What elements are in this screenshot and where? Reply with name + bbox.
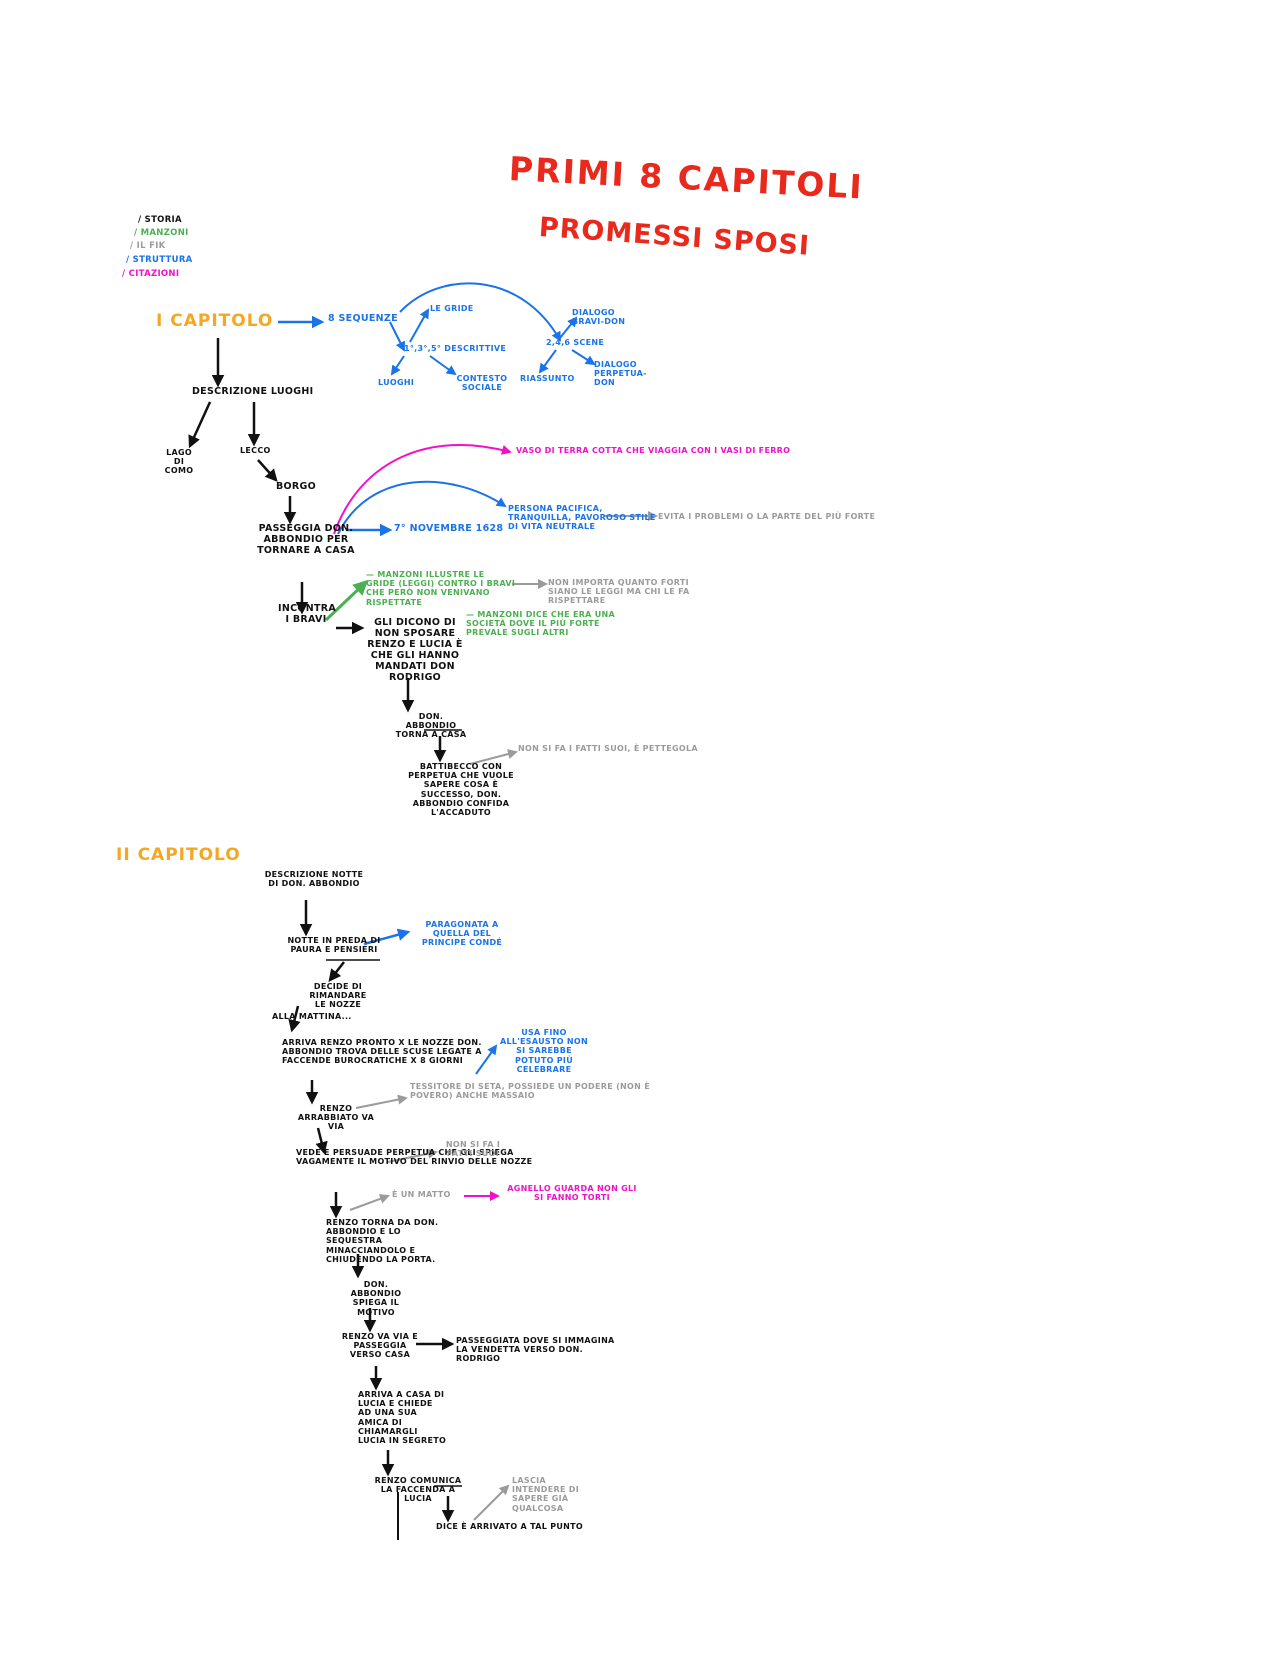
arrow-renzova-vede xyxy=(315,1127,328,1155)
arrow-decide-mattina xyxy=(288,1005,301,1033)
arrow-preda-decide xyxy=(328,961,345,982)
arrow-descrizione-lago xyxy=(188,401,212,449)
arrow-lecco-borgo xyxy=(257,459,278,482)
c2-torna: Renzo torna da Don. Abbondio e lo seques… xyxy=(326,1218,439,1264)
arrow-vede-matto xyxy=(349,1194,390,1211)
c1-torna: Don. Abbondio torna a casa xyxy=(395,712,467,740)
c1-battibecco: Battibecco con Perpetua che vuole sapere… xyxy=(408,762,514,817)
arrow-renzova-tessitore xyxy=(355,1094,408,1109)
c1-luoghi-b: luoghi xyxy=(378,378,415,387)
c2-spiega: Don. Abbondio spiega il motivo xyxy=(350,1280,402,1317)
arrow-passeggia-vaso xyxy=(333,444,512,535)
c2-renzo-va: Renzo arrabbiato va via xyxy=(297,1104,375,1132)
c2-arriva-casa: Arriva a casa di Lucia e chiede ad una s… xyxy=(358,1390,447,1445)
c2-arriva: Arriva Renzo pronto x le nozze Don. Abbo… xyxy=(282,1038,482,1066)
c1-lago: Lago di Como xyxy=(164,448,194,476)
c2-preda: notte in preda di paura e pensieri xyxy=(287,936,381,955)
arrow-scene-riassunto xyxy=(538,349,557,374)
c2-renzo-via: Renzo va via e passeggia verso casa xyxy=(341,1332,419,1360)
arrow-dice-lascia xyxy=(473,1484,510,1521)
c2-mattina: Alla mattina... xyxy=(272,1012,352,1021)
legend-fik: / Il Fik xyxy=(130,241,166,251)
legend-manzoni: / Manzoni xyxy=(134,228,189,238)
c1-lecco: Lecco xyxy=(240,446,271,455)
c1-dialogo-bravi: dialogo bravi-don xyxy=(572,308,626,327)
arrow-preda-paragonata xyxy=(363,928,411,946)
c2-lascia: lascia intendere di sapere già qualcosa xyxy=(512,1476,580,1513)
legend-citazioni: / Citazioni xyxy=(122,269,180,279)
c1-incontra: Incontra i bravi xyxy=(278,603,337,625)
arrow-passeggia-persona xyxy=(337,480,507,535)
c1-sequenze: 8 sequenze xyxy=(328,313,398,324)
c2-usa: usa fino all'esausto non si sarebbe potu… xyxy=(500,1028,588,1074)
legend-struttura: / Struttura xyxy=(126,255,193,265)
c2-non-fa: non si fa i fatti suoi xyxy=(445,1140,501,1159)
c1-evita: evita i problemi o la parte del più fort… xyxy=(658,512,876,521)
c1-manzoni-gride: — Manzoni illustre le gride (leggi) cont… xyxy=(366,570,516,607)
c2-dice: Dice è arrivato a tal punto xyxy=(436,1522,584,1531)
c1-dialogo-perpetua: dialogo perpetua-don xyxy=(594,360,647,388)
c1-descrizione: Descrizione luoghi xyxy=(192,386,314,397)
arrow-vede-nonfa xyxy=(387,1148,438,1163)
c2-notte: Descrizione notte di Don. Abbondio xyxy=(264,870,364,889)
arrow-descrittive-contesto xyxy=(429,355,457,376)
c2-paragonata: paragonata a quella del principe Condé xyxy=(421,920,503,948)
c1-dicono: Gli dicono di non sposare Renzo e Lucia … xyxy=(367,617,463,683)
c1-persona: persona pacifica, tranquilla, pavoroso s… xyxy=(508,504,656,532)
c1-non-importa: non importa quanto forti siano le leggi … xyxy=(548,578,690,606)
legend-storia: / Storia xyxy=(138,215,182,225)
c1-passeggia: Passeggia Don. Abbondio per tornare a ca… xyxy=(257,523,355,556)
arrow-scene-dialogo-perpetua xyxy=(571,349,596,366)
chapter2-label: II Capitolo xyxy=(116,845,241,865)
c1-contesto: contesto sociale xyxy=(456,374,508,393)
c2-matto: è un matto xyxy=(392,1190,451,1199)
c1-non-fa: non si fa i fatti suoi, è pettegola xyxy=(518,744,698,753)
c1-riassunto: riassunto xyxy=(520,374,575,383)
c1-scene: 2,4,6 scene xyxy=(546,338,605,347)
arrow-scene-dialogo-bravi xyxy=(559,316,578,339)
c2-decide: Decide di rimandare le nozze xyxy=(309,982,367,1010)
c1-manzoni-societa: — Manzoni dice che era una società dove … xyxy=(466,610,616,638)
c1-novembre: 7° novembre 1628 xyxy=(394,523,504,534)
chapter1-label: I Capitolo xyxy=(156,311,274,331)
arrow-sequenze-scene xyxy=(399,282,561,342)
c1-vaso: vaso di terra cotta che viaggia con i va… xyxy=(516,446,791,455)
c2-agnello: Agnello guarda non gli si fanno torti xyxy=(507,1184,637,1203)
c2-comunica: Renzo comunica la faccenda a Lucia xyxy=(374,1476,462,1504)
arrow-incontra-manzoni xyxy=(324,579,369,622)
c2-vede: Vede e persuade Perpetua che gli spiega … xyxy=(296,1148,533,1167)
c1-descrittive: 1°,3°,5° descrittive xyxy=(404,344,507,353)
arrow-descrittive-luoghi xyxy=(390,355,405,376)
arrow-arriva-usa xyxy=(475,1044,498,1075)
c2-passeggiata: Passeggiata dove si immagina la vendetta… xyxy=(456,1336,615,1364)
arrow-sequenze-descrittive xyxy=(389,321,405,352)
c2-tessitore: tessitore di seta, possiede un podere (n… xyxy=(410,1082,650,1101)
c1-borgo: Borgo xyxy=(276,481,317,492)
arrow-battibecco-nonfa xyxy=(469,749,518,765)
arrow-descrittive-gride xyxy=(409,308,429,343)
c1-gride: le gride xyxy=(430,304,474,313)
